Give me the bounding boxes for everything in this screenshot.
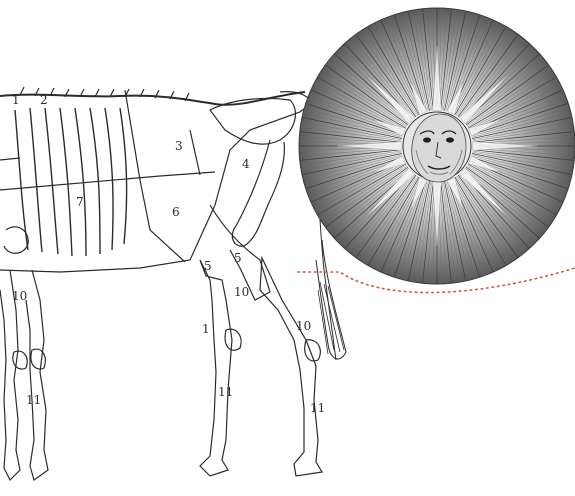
hock-joints (225, 329, 320, 361)
section-lines (0, 90, 215, 262)
hind-femur (232, 140, 284, 246)
region-number: 11 (218, 385, 233, 399)
region-number: 4 (242, 157, 250, 171)
elbow (4, 227, 28, 253)
region-number: 11 (26, 393, 41, 407)
region-number: 10 (296, 319, 311, 333)
region-number: 1 (12, 93, 20, 107)
region-number: 5 (204, 259, 212, 273)
region-number: 10 (234, 285, 249, 299)
hind-leg-front (200, 260, 232, 476)
region-number: 6 (172, 205, 180, 219)
engraved-sun (297, 6, 575, 286)
horse-skeleton (0, 87, 346, 480)
region-number: 10 (12, 289, 27, 303)
region-number: 7 (76, 195, 84, 209)
fore-leg-2 (26, 270, 48, 480)
region-number: 2 (40, 93, 48, 107)
region-number: 1 (202, 322, 210, 336)
region-number: 11 (310, 401, 325, 415)
region-number: 3 (175, 139, 183, 153)
region-number: 5 (234, 251, 242, 265)
ribs (15, 108, 127, 256)
pelvis (210, 98, 295, 144)
